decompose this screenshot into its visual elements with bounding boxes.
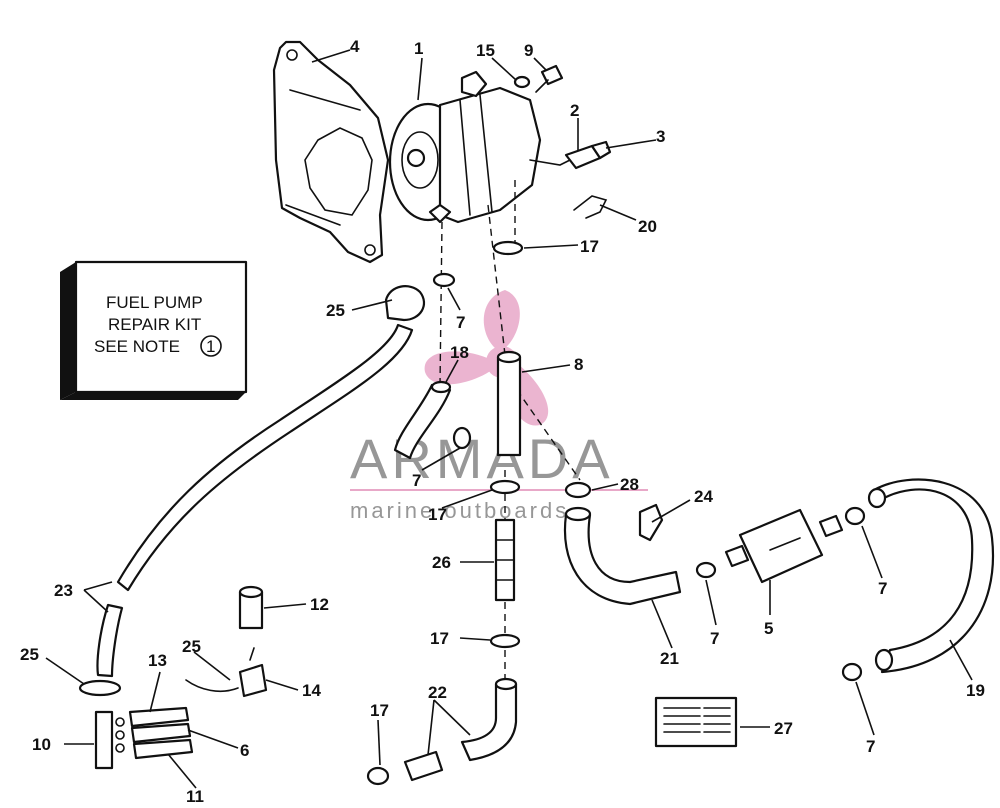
assembly-line-diag xyxy=(509,379,581,481)
callout-12: 12 xyxy=(310,595,329,614)
u-hose-end-bottom xyxy=(874,648,894,672)
short-hose-13 xyxy=(128,706,190,728)
callout-8: 8 xyxy=(574,355,583,374)
kit-line-2: REPAIR KIT xyxy=(108,315,201,334)
note-number: 1 xyxy=(206,337,215,356)
callout-17-lower: 17 xyxy=(430,629,449,648)
warning-decal xyxy=(654,696,738,748)
screw-washer xyxy=(513,75,531,89)
hose-clamp-filter-right xyxy=(844,506,866,526)
hose-end-18 xyxy=(430,380,452,394)
callout-9: 9 xyxy=(524,41,533,60)
callout-7-right: 7 xyxy=(878,579,887,598)
mounting-bracket xyxy=(272,40,390,264)
hose-clamp-lower xyxy=(489,633,521,649)
callout-23: 23 xyxy=(54,581,73,600)
fuel-hose-short-lower xyxy=(403,750,444,782)
callout-26: 26 xyxy=(432,553,451,572)
watermark-brand: ARMADA xyxy=(350,427,614,490)
assembly-line-left xyxy=(439,221,443,386)
fuel-hose-lower xyxy=(460,682,518,762)
callout-20: 20 xyxy=(638,217,657,236)
hose-connector-24 xyxy=(638,503,664,542)
hose-clamp-small xyxy=(432,272,456,288)
tee-fitting-stem xyxy=(249,647,255,661)
hose-clamp-28 xyxy=(564,481,592,499)
fuel-pump-assembly xyxy=(388,70,571,224)
callout-22: 22 xyxy=(428,683,447,702)
callout-17-mid: 17 xyxy=(428,505,447,524)
inline-fuel-filter xyxy=(724,508,844,584)
u-hose-end-top xyxy=(867,487,887,509)
hose-connector-26 xyxy=(494,518,516,602)
callout-7-bottom: 7 xyxy=(866,737,875,756)
assembly-line-center xyxy=(487,204,506,356)
callout-13: 13 xyxy=(148,651,167,670)
hose-clamp-18 xyxy=(452,426,472,450)
callout-15: 15 xyxy=(476,41,495,60)
tee-fitting xyxy=(238,663,268,698)
hose-retainer-upper xyxy=(384,285,426,322)
callout-19: 19 xyxy=(966,681,985,700)
fuel-hose-curved xyxy=(393,383,452,460)
callout-10: 10 xyxy=(32,735,51,754)
callout-4: 4 xyxy=(350,37,360,56)
callout-25-mid: 25 xyxy=(182,637,201,656)
fuel-connector xyxy=(564,140,612,170)
callout-7-top: 7 xyxy=(456,313,465,332)
lower-hose-top xyxy=(494,677,518,691)
hose-retainer-middle xyxy=(185,679,239,692)
hose-clamp-17-lower xyxy=(366,766,390,786)
hose-clamp-filter-left xyxy=(695,561,717,579)
callout-18: 18 xyxy=(450,343,469,362)
repair-kit-box xyxy=(60,260,248,400)
fuel-hose-u xyxy=(872,478,995,674)
multi-nipple-fitting xyxy=(94,710,125,770)
callout-7-filter: 7 xyxy=(710,629,719,648)
kit-line-3: SEE NOTE xyxy=(94,337,180,356)
callout-25-top: 25 xyxy=(326,301,345,320)
sleeve-top xyxy=(238,585,264,599)
fuel-hose-short xyxy=(96,603,124,678)
hose-clamp-25-lower xyxy=(78,679,122,697)
fuel-hose-long xyxy=(116,323,414,592)
callout-21: 21 xyxy=(660,649,679,668)
callout-25-left: 25 xyxy=(20,645,39,664)
callout-7-mid: 7 xyxy=(412,471,421,490)
callout-2: 2 xyxy=(570,101,579,120)
fuel-hose-bent xyxy=(563,513,682,606)
callout-6: 6 xyxy=(240,741,249,760)
bent-hose-end xyxy=(564,506,592,522)
callout-1: 1 xyxy=(414,39,423,58)
callout-17-top: 17 xyxy=(580,237,599,256)
callout-17-bottom: 17 xyxy=(370,701,389,720)
hose-clamp-19 xyxy=(841,662,863,682)
tube-top-end xyxy=(496,350,522,364)
callout-11: 11 xyxy=(186,787,204,806)
callout-24: 24 xyxy=(694,487,713,506)
wire-clip xyxy=(573,195,608,219)
fuel-tube-straight xyxy=(496,355,522,457)
hose-clamp-middle xyxy=(489,479,521,495)
pump-screw xyxy=(535,64,564,93)
callout-14: 14 xyxy=(302,681,321,700)
callout-numbers: 4 1 15 9 2 3 20 17 25 7 18 8 7 17 28 24 … xyxy=(20,37,985,806)
short-hose-11 xyxy=(132,738,194,760)
leader-lines xyxy=(45,49,973,789)
note-circle xyxy=(200,335,222,357)
callout-28: 28 xyxy=(620,475,639,494)
callout-3: 3 xyxy=(656,127,665,146)
hose-clamp-upper xyxy=(492,240,524,256)
callout-5: 5 xyxy=(764,619,773,638)
callout-27: 27 xyxy=(774,719,793,738)
short-hose-6 xyxy=(130,722,192,744)
kit-line-1: FUEL PUMP xyxy=(106,293,203,312)
